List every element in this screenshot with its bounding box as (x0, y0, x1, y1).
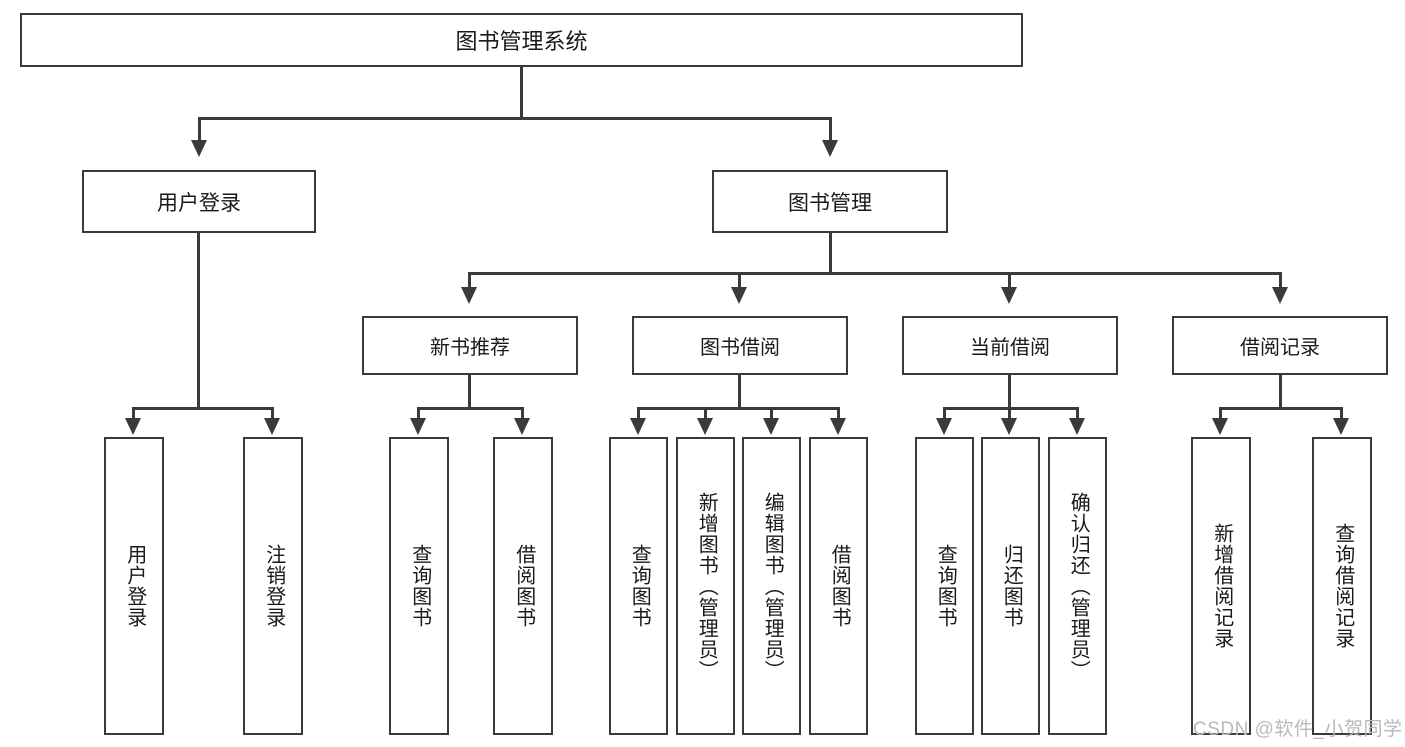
leaf-borrow-record-query-record[interactable]: 查询借阅记录 (1312, 437, 1372, 735)
edge-branch (738, 272, 741, 289)
edge-branch (1279, 272, 1282, 289)
arrow-down-icon (936, 418, 952, 435)
node-label: 借阅图书 (512, 544, 535, 628)
node-label: 查询图书 (628, 544, 651, 628)
arrow-down-icon (264, 418, 280, 435)
node-label: 归还图书 (1000, 544, 1023, 628)
arrow-down-icon (830, 418, 846, 435)
edge-branch (704, 407, 707, 421)
arrow-down-icon (1069, 418, 1085, 435)
node-user-login[interactable]: 用户登录 (82, 170, 316, 233)
node-borrow-record[interactable]: 借阅记录 (1172, 316, 1388, 375)
edge-branch (132, 407, 135, 421)
node-new-book-recommend[interactable]: 新书推荐 (362, 316, 578, 375)
leaf-new-book-borrow-book[interactable]: 借阅图书 (493, 437, 553, 735)
node-label: 查询图书 (408, 544, 431, 628)
node-label: 新书推荐 (430, 337, 510, 359)
node-label: 借阅图书 (828, 544, 851, 628)
edge-branch (1076, 407, 1079, 421)
leaf-current-borrow-query-book[interactable]: 查询图书 (915, 437, 974, 735)
leaf-book-borrow-borrow-book[interactable]: 借阅图书 (809, 437, 868, 735)
node-label: 新增借阅记录 (1210, 523, 1233, 649)
edge-root-to-book-management (829, 117, 832, 143)
edge-branch (1008, 407, 1011, 421)
arrow-down-icon (731, 287, 747, 304)
edge-root-down (520, 67, 523, 118)
node-label: 查询图书 (934, 544, 957, 628)
node-label: 查询借阅记录 (1331, 523, 1354, 649)
arrow-down-icon (461, 287, 477, 304)
leaf-user-login-login[interactable]: 用户登录 (104, 437, 164, 735)
node-label: 编辑图书（管理员） (761, 491, 784, 681)
edge-branch (1008, 272, 1011, 289)
arrow-down-icon (763, 418, 779, 435)
edge-user-login-down (197, 233, 200, 409)
arrow-down-icon (1333, 418, 1349, 435)
edge-book-management-down (829, 233, 832, 274)
arrow-down-icon (1212, 418, 1228, 435)
node-label: 当前借阅 (970, 337, 1050, 359)
leaf-current-borrow-return-book[interactable]: 归还图书 (981, 437, 1040, 735)
edge-branch (637, 407, 640, 421)
arrow-down-icon (1001, 287, 1017, 304)
arrow-down-icon (1272, 287, 1288, 304)
leaf-book-borrow-edit-book-admin[interactable]: 编辑图书（管理员） (742, 437, 801, 735)
edge-branch (770, 407, 773, 421)
leaf-borrow-record-add-record[interactable]: 新增借阅记录 (1191, 437, 1251, 735)
edge-borrow-record-bus (1219, 407, 1343, 410)
arrow-down-icon (697, 418, 713, 435)
node-label: 新增图书（管理员） (695, 491, 718, 681)
edge-branch (521, 407, 524, 421)
leaf-book-borrow-add-book-admin[interactable]: 新增图书（管理员） (676, 437, 735, 735)
edge-borrow-record-down (1279, 375, 1282, 409)
node-label: 用户登录 (157, 191, 241, 215)
edge-new-book-down (468, 375, 471, 409)
node-label: 图书借阅 (700, 337, 780, 359)
node-label: 借阅记录 (1240, 337, 1320, 359)
edge-book-borrow-down (738, 375, 741, 409)
node-book-management-system[interactable]: 图书管理系统 (20, 13, 1023, 67)
edge-branch (943, 407, 946, 421)
arrow-down-icon (1001, 418, 1017, 435)
node-label: 图书管理系统 (455, 29, 588, 54)
node-book-borrow[interactable]: 图书借阅 (632, 316, 848, 375)
edge-branch (1219, 407, 1222, 421)
leaf-current-borrow-confirm-return-admin[interactable]: 确认归还（管理员） (1048, 437, 1107, 735)
arrow-down-icon (822, 140, 838, 157)
edge-branch (417, 407, 420, 421)
arrow-down-icon (630, 418, 646, 435)
node-current-borrow[interactable]: 当前借阅 (902, 316, 1118, 375)
arrow-down-icon (191, 140, 207, 157)
edge-branch (468, 272, 471, 289)
edge-new-book-bus (417, 407, 524, 410)
edge-root-bus (198, 117, 832, 120)
leaf-book-borrow-query-book[interactable]: 查询图书 (609, 437, 668, 735)
node-book-management[interactable]: 图书管理 (712, 170, 948, 233)
watermark-text: CSDN @软件_小贺同学 (1193, 719, 1403, 740)
leaf-user-login-logout[interactable]: 注销登录 (243, 437, 303, 735)
node-label: 图书管理 (788, 191, 872, 215)
node-label: 确认归还（管理员） (1067, 491, 1090, 681)
edge-branch (1340, 407, 1343, 421)
arrow-down-icon (410, 418, 426, 435)
edge-book-borrow-bus (637, 407, 840, 410)
edge-current-borrow-down (1008, 375, 1011, 409)
edge-root-to-user-login (198, 117, 201, 143)
leaf-new-book-query-book[interactable]: 查询图书 (389, 437, 449, 735)
arrow-down-icon (514, 418, 530, 435)
arrow-down-icon (125, 418, 141, 435)
edge-book-management-bus (468, 272, 1282, 275)
node-label: 注销登录 (262, 544, 285, 628)
node-label: 用户登录 (123, 544, 146, 628)
edge-current-borrow-bus (943, 407, 1079, 410)
edge-branch (837, 407, 840, 421)
edge-user-login-bus (132, 407, 274, 410)
edge-branch (271, 407, 274, 421)
